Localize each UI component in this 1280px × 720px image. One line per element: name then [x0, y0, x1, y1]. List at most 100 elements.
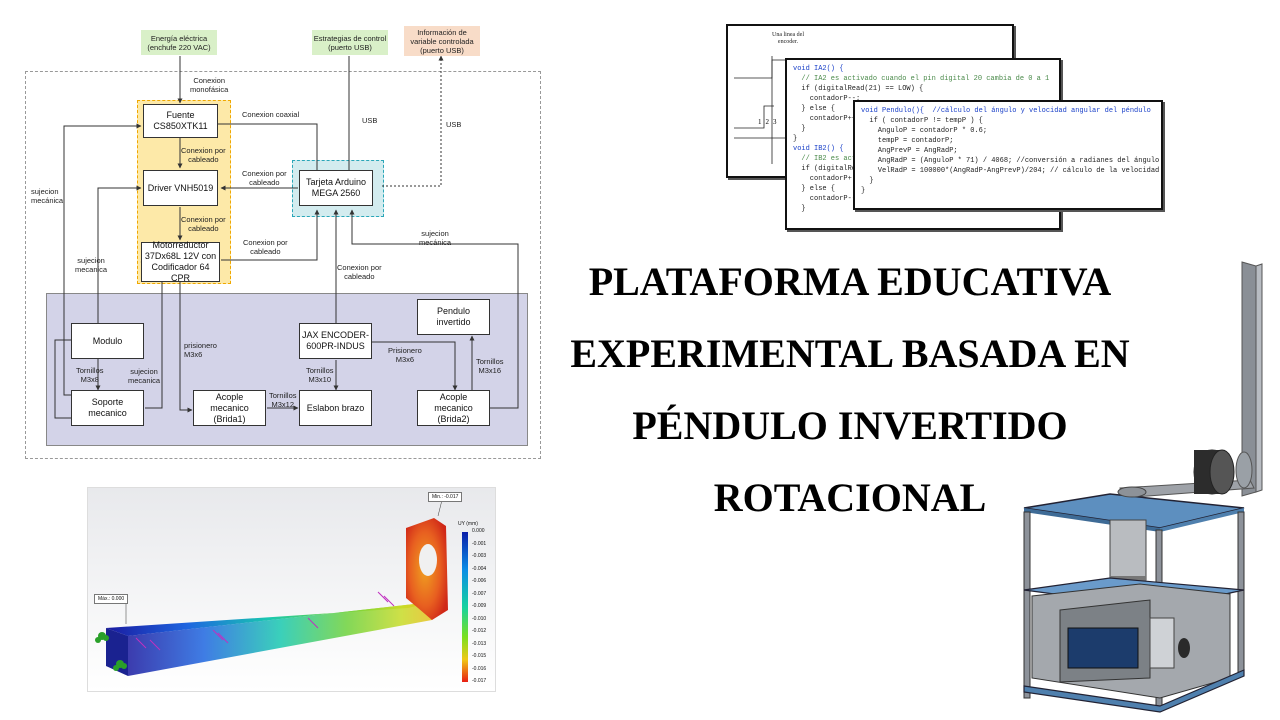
fea-min-callout: Máx.: 0.000 [94, 594, 129, 604]
label-monofasica-l1: Conexion [193, 76, 226, 85]
label-usb-1-text: USB [362, 116, 378, 125]
code-ia2-line: } [793, 205, 806, 213]
jax-line2: 600PR-INDUS [306, 341, 365, 351]
label-tornillos-3-l1: Tornillos [306, 366, 334, 375]
pendulo-label: Pendulo invertido [436, 306, 471, 327]
code-pendulo-line: AngPrevP = AngRadP; [861, 147, 958, 155]
label-sujecion-2-l1: sujecion [77, 256, 105, 265]
label-usb-1: USB [362, 116, 377, 125]
code-ia2-line: void IB2() { [793, 145, 844, 153]
label-cableado-4-l1: Conexion por [243, 238, 288, 247]
acople2-line1: Acople mecanico [434, 391, 473, 413]
info-output-line3: (puerto USB) [420, 45, 464, 55]
label-cableado-3-l1: Conexion por [181, 215, 226, 224]
code-ia2-line: void IA2() { [793, 65, 844, 73]
code-pendulo: void Pendulo(){ //cálculo del ángulo y v… [861, 106, 1159, 196]
driver-box: Driver VNH5019 [143, 170, 218, 206]
code-pendulo-line: void Pendulo(){ //cálculo del ángulo y v… [861, 107, 1151, 115]
main-title: PLATAFORMA EDUCATIVA EXPERIMENTAL BASADA… [540, 246, 1160, 534]
arduino-line1: Tarjeta Arduino [305, 177, 367, 187]
motor-line3: Codificador 64 CPR [151, 262, 210, 283]
modulo-label: Modulo [92, 335, 123, 346]
code-ia2-line: } else { [793, 185, 836, 193]
fea-part [95, 499, 468, 682]
label-tornillos-3-l2: M3x10 [308, 375, 332, 384]
code-ia2-line: if (digitalRead(21) == LOW) { [793, 85, 924, 93]
title-line-4: ROTACIONAL [713, 475, 987, 520]
label-usb-2: USB [446, 120, 461, 129]
fea-scale-tick: -0.010 [472, 615, 487, 622]
fea-unit-label: UY (mm) [458, 521, 478, 527]
label-cableado-2-l2: cableado [249, 178, 280, 187]
code-ia2-line: } else { [793, 105, 836, 113]
fea-simulation: Min.: -0.017 Máx.: 0.000 UY (mm) 0.000 -… [87, 487, 496, 692]
label-cableado-5-l1: Conexion por [337, 263, 382, 272]
fea-scale-labels: 0.000 -0.001 -0.003 -0.004 -0.006 -0.007… [472, 528, 494, 684]
info-output-line2: variable controlada [410, 36, 474, 46]
motor-cylinder [1109, 519, 1147, 581]
platform-3d-render [1023, 261, 1263, 713]
digit-2: 2 [765, 118, 770, 126]
acople2-box: Acople mecanico(Brida2) [417, 390, 490, 426]
fea-color-bar [462, 532, 468, 682]
label-sujecion-1-l2: mecánica [31, 196, 64, 205]
power-input-line2: (enchufe 220 VAC) [147, 42, 211, 52]
fuente-line1: Fuente [166, 110, 195, 120]
label-cableado-3-l2: cableado [188, 224, 219, 233]
label-prisionero-2-l2: M3x6 [395, 355, 415, 364]
label-cableado-1-l1: Conexion por [181, 146, 226, 155]
block-diagram: Energía eléctrica(enchufe 220 VAC) Estra… [0, 0, 560, 470]
label-tornillos-2-l1: Tornillos [269, 391, 297, 400]
encoder-caption-l1: Una linea del [772, 32, 804, 38]
code-ia2-line: // IA2 es activado cuando el pin digital… [793, 75, 1050, 83]
label-sujecion-1-l1: sujecion [31, 187, 59, 196]
label-monofasica-l2: monofásica [190, 85, 229, 94]
fea-scale-tick: -0.013 [472, 640, 487, 647]
fea-max-callout: Min.: -0.017 [428, 492, 463, 502]
beam-front [128, 602, 432, 676]
base-plate [1023, 669, 1245, 713]
code-pendulo-line: AnguloP = contadorP * 0.6; [861, 127, 988, 135]
motor-line2: 37Dx68L 12V con [144, 251, 217, 261]
acople1-line1: Acople mecanico [210, 391, 249, 413]
digit-3: 3 [773, 118, 777, 126]
driver-label: Driver VNH5019 [147, 182, 214, 193]
eslabon-label: Eslabon brazo [306, 402, 365, 413]
label-cableado-2-l1: Conexion por [242, 169, 287, 178]
fea-scale-tick: -0.004 [472, 565, 487, 572]
label-tornillos-4-l2: M3x16 [478, 366, 502, 375]
label-coaxial-text: Conexion coaxial [242, 110, 300, 119]
label-coaxial: Conexion coaxial [242, 110, 299, 119]
label-prisionero-1-l2: M3x6 [184, 350, 203, 359]
label-tornillos-2-l2: M3x12 [271, 400, 295, 409]
control-input-line1: Estrategias de control [313, 33, 387, 43]
label-sujecion-2-l2: mecanica [75, 265, 108, 274]
code-pendulo-line: } [861, 177, 874, 185]
label-sujecion-4-l2: mecánica [419, 238, 452, 247]
label-sujecion-3-l1: sujecion [130, 367, 158, 376]
label-sujecion-3-l2: mecanica [128, 376, 161, 385]
digit-1: 1 [758, 118, 762, 126]
fea-scale-tick: -0.016 [472, 665, 487, 672]
acople1-line2: (Brida1) [213, 413, 246, 424]
code-ia2-line: contadorP--; [793, 195, 861, 203]
label-sujecion-4-l1: sujecion [421, 229, 449, 238]
pendulo-box: Pendulo invertido [417, 299, 490, 335]
fea-scale-tick: -0.007 [472, 590, 487, 597]
fea-scale-tick: 0.000 [472, 528, 485, 534]
